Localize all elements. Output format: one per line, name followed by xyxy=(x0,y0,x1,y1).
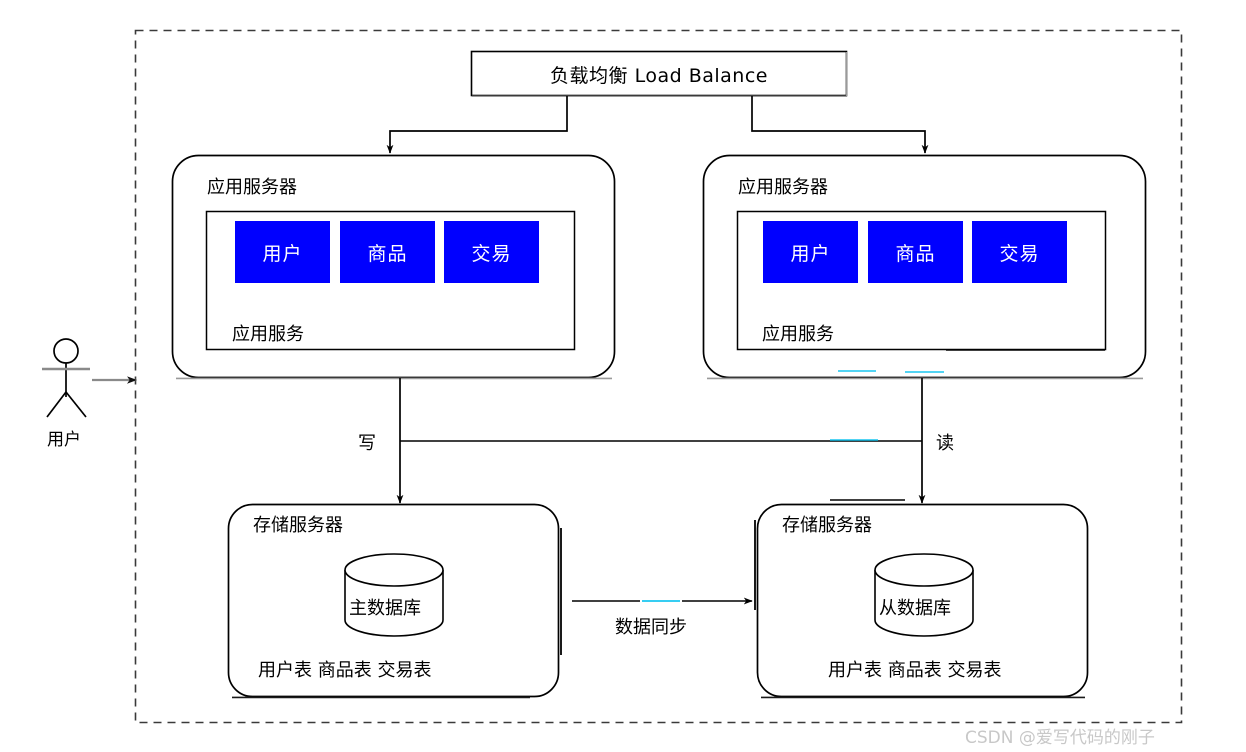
load-balancer-branch-edges xyxy=(386,96,929,154)
app-server-right-title: 应用服务器 xyxy=(738,177,828,198)
actor-label: 用户 xyxy=(47,430,81,450)
read-edge-label: 读 xyxy=(936,433,954,454)
load-balancer-label: 负载均衡 Load Balance xyxy=(550,64,768,87)
app-server-left-inner-label: 应用服务 xyxy=(232,324,304,345)
service-box-left-product[interactable]: 商品 xyxy=(340,221,435,283)
storage-server-left-title: 存储服务器 xyxy=(253,515,343,536)
service-box-right-user[interactable]: 用户 xyxy=(763,221,858,283)
load-balancer-box xyxy=(470,50,848,97)
storage-server-right-tables: 用户表 商品表 交易表 xyxy=(828,660,1002,681)
slave-database-label: 从数据库 xyxy=(879,598,951,619)
storage-server-right-title: 存储服务器 xyxy=(782,515,872,536)
slave-database-cylinder xyxy=(874,553,974,637)
service-box-right-product[interactable]: 商品 xyxy=(868,221,963,283)
stick-figure-actor-icon xyxy=(42,338,90,418)
app-server-left-title: 应用服务器 xyxy=(207,177,297,198)
csdn-watermark: CSDN @爱写代码的刚子 xyxy=(965,728,1155,748)
service-box-left-trade[interactable]: 交易 xyxy=(444,221,539,283)
service-box-left-user[interactable]: 用户 xyxy=(235,221,330,283)
data-sync-label: 数据同步 xyxy=(615,617,687,638)
master-database-cylinder xyxy=(344,553,444,637)
master-database-label: 主数据库 xyxy=(349,598,421,619)
storage-server-left-tables: 用户表 商品表 交易表 xyxy=(258,660,432,681)
app-server-right-inner-label: 应用服务 xyxy=(762,324,834,345)
write-edge-label: 写 xyxy=(358,433,376,454)
service-box-right-trade[interactable]: 交易 xyxy=(972,221,1067,283)
